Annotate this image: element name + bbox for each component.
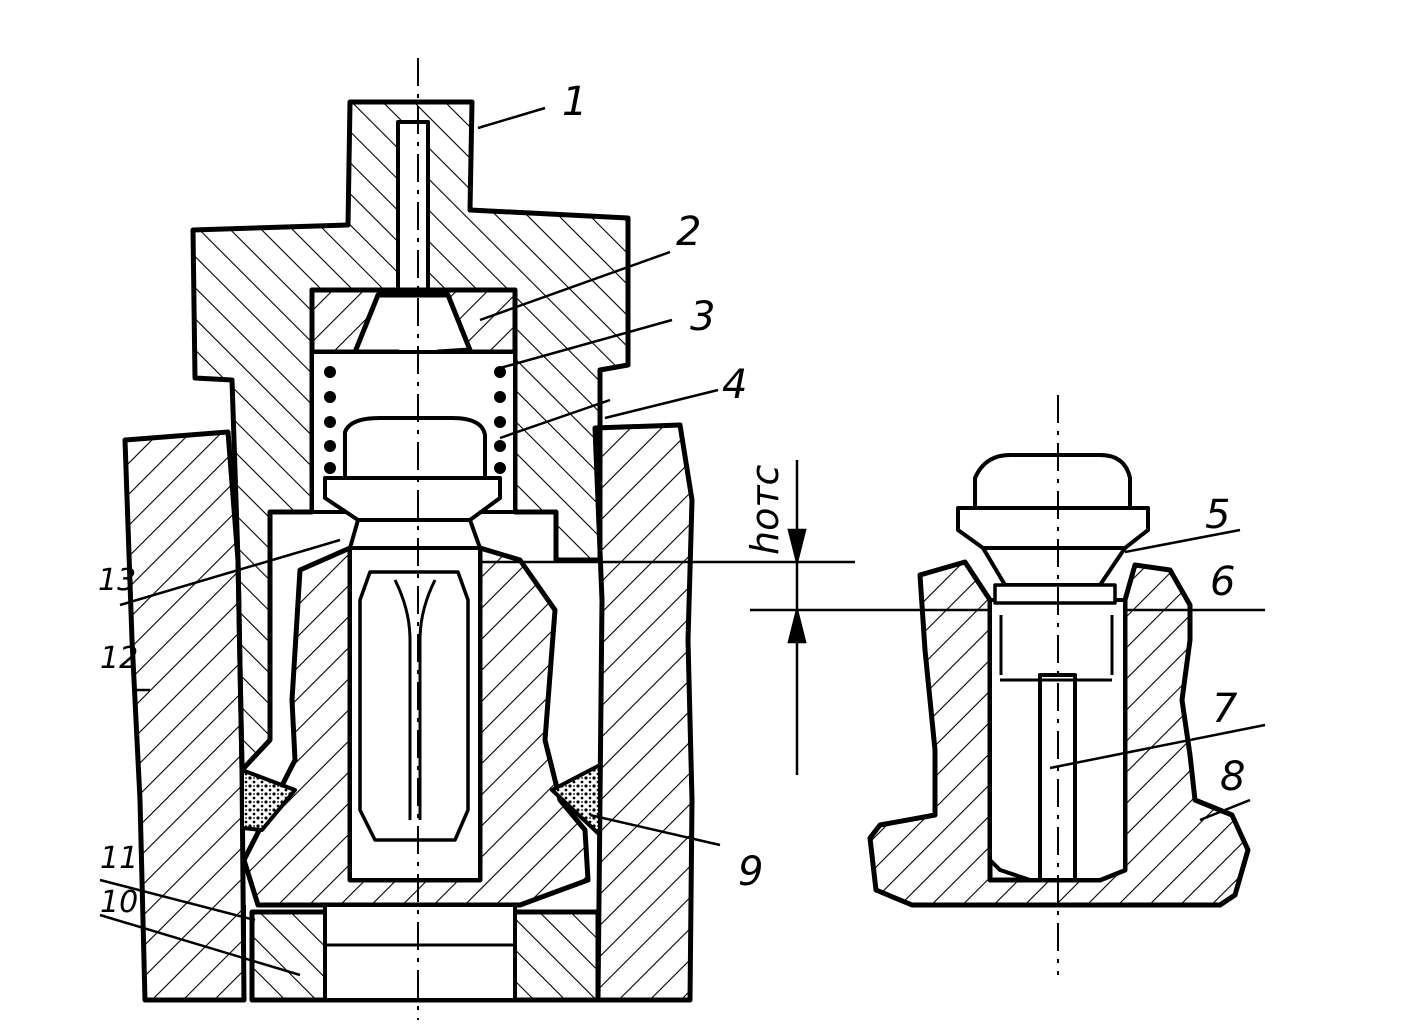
- housing-left-wall: [122, 429, 247, 1003]
- callout-labels: 1 2 3 4 5 6 7 8 9 10 11 12 13 hотс: [98, 79, 1245, 920]
- valve-neck: [348, 518, 482, 550]
- valve-detail: [867, 395, 1251, 975]
- valve-head: [343, 416, 487, 480]
- callout-6: 6: [1210, 559, 1235, 605]
- valve-guide-inner: [393, 579, 437, 820]
- callout-10: 10: [100, 885, 138, 920]
- leader-lines-left: [99, 106, 721, 977]
- seal-ring-right: [550, 763, 602, 837]
- callout-4: 4: [722, 362, 747, 408]
- callout-13: 13: [98, 563, 136, 598]
- outlet-bore: [323, 903, 517, 1002]
- callout-5: 5: [1205, 492, 1230, 538]
- detail-cone: [981, 546, 1127, 587]
- seal-ring-left: [240, 768, 297, 832]
- valve-guide: [358, 570, 470, 842]
- detail-collar: [956, 506, 1150, 550]
- callout-11: 11: [100, 841, 138, 876]
- detail-band: [993, 583, 1117, 605]
- housing-right-wall: [592, 422, 695, 1003]
- valve-collar: [323, 476, 502, 522]
- callout-9: 9: [738, 849, 763, 895]
- callout-7: 7: [1212, 686, 1238, 732]
- callout-12: 12: [100, 641, 138, 676]
- detail-head: [973, 453, 1132, 510]
- dimension-label: hотс: [743, 465, 787, 555]
- main-assembly: [122, 58, 695, 1020]
- inlet-channel: [396, 120, 430, 292]
- callout-2: 2: [676, 209, 701, 255]
- callout-3: 3: [690, 294, 715, 340]
- spring-coils: [324, 366, 506, 474]
- leader-lines-right: [1049, 528, 1266, 822]
- callout-1: 1: [562, 79, 587, 125]
- callout-8: 8: [1220, 754, 1245, 800]
